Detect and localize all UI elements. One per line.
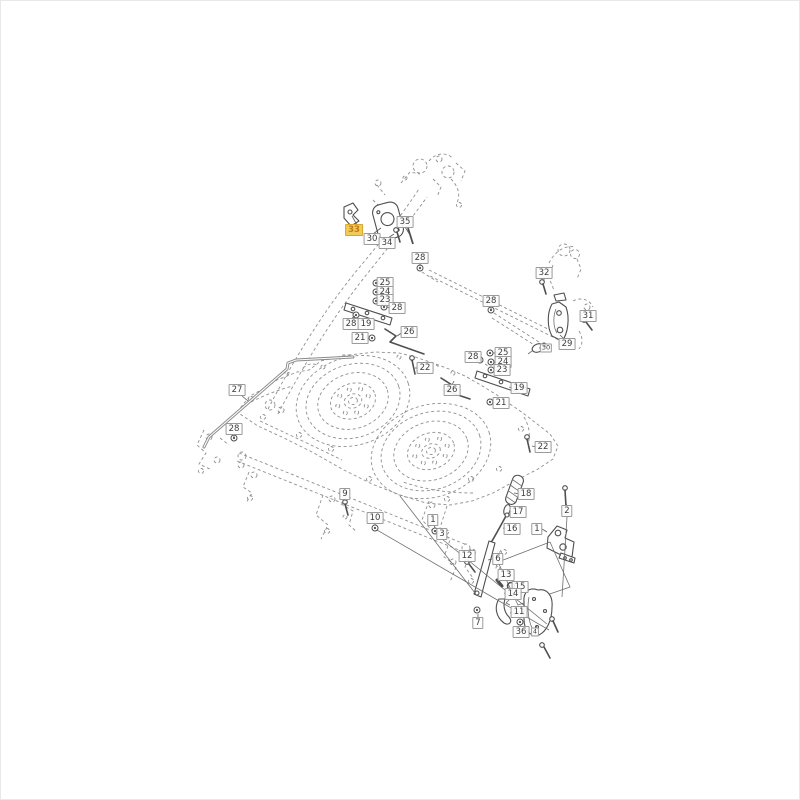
part-11-link (496, 599, 510, 624)
callout-32[interactable]: 32 (535, 267, 553, 279)
screw-cover-a (550, 617, 558, 632)
callout-13[interactable]: 13 (497, 569, 515, 581)
callout-28[interactable]: 28 (225, 423, 243, 435)
callout-33-highlighted[interactable]: 33 (345, 224, 363, 236)
callout-36[interactable]: 36 (512, 626, 530, 638)
callout-1[interactable]: 1 (531, 523, 543, 535)
callout-22[interactable]: 22 (534, 441, 552, 453)
callout-28[interactable]: 28 (482, 295, 500, 307)
callout-28[interactable]: 28 (388, 302, 406, 314)
callout-14[interactable]: 14 (504, 588, 522, 600)
callout-30[interactable]: 30 (539, 343, 553, 353)
part-13-pin (497, 580, 502, 586)
callout-34[interactable]: 34 (378, 237, 396, 249)
axle-linkage-dashed (197, 430, 507, 584)
callout-29[interactable]: 29 (558, 338, 576, 350)
part-19-bar-left (344, 303, 392, 325)
hitch-dashed (401, 154, 465, 208)
callout-4[interactable]: 4 (530, 627, 540, 637)
callout-19[interactable]: 19 (510, 382, 528, 394)
part-6-lever (474, 541, 495, 597)
callout-17[interactable]: 17 (509, 506, 527, 518)
callout-19[interactable]: 19 (357, 318, 375, 330)
callout-28[interactable]: 28 (411, 252, 429, 264)
callout-6[interactable]: 6 (492, 553, 504, 565)
screw-9 (343, 500, 348, 515)
part-1-bracket (547, 526, 575, 563)
callout-28[interactable]: 28 (464, 351, 482, 363)
callout-27[interactable]: 27 (228, 384, 246, 396)
callout-16[interactable]: 16 (503, 523, 521, 535)
screw-34 (394, 228, 400, 242)
blade-circles-right (359, 388, 503, 513)
callout-1[interactable]: 1 (427, 514, 439, 526)
callout-2[interactable]: 2 (561, 505, 573, 517)
screw-32 (540, 280, 546, 294)
callout-26[interactable]: 26 (400, 326, 418, 338)
callout-10[interactable]: 10 (366, 512, 384, 524)
callout-35[interactable]: 35 (396, 216, 414, 228)
callout-21[interactable]: 21 (492, 397, 510, 409)
part-16-rod (488, 513, 509, 548)
part-33-bracket (344, 203, 359, 226)
callout-23[interactable]: 23 (493, 364, 511, 376)
callout-21[interactable]: 21 (351, 332, 369, 344)
part-27-rod (204, 357, 353, 447)
callout-3[interactable]: 3 (436, 528, 448, 540)
callout-22[interactable]: 22 (416, 362, 434, 374)
callout-12[interactable]: 12 (458, 550, 476, 562)
belt-cover (524, 589, 552, 635)
part-30-pulley-bracket (371, 200, 405, 242)
callout-31[interactable]: 31 (579, 310, 597, 322)
part-26-rod-left (385, 329, 424, 354)
callout-26[interactable]: 26 (443, 384, 461, 396)
screw-22-right (525, 435, 530, 452)
callout-18[interactable]: 18 (517, 488, 535, 500)
screw-cover-b (540, 643, 550, 658)
callout-11[interactable]: 11 (510, 606, 528, 618)
callout-7[interactable]: 7 (472, 617, 484, 629)
screw-22-left (410, 356, 415, 374)
callout-9[interactable]: 9 (339, 488, 351, 500)
